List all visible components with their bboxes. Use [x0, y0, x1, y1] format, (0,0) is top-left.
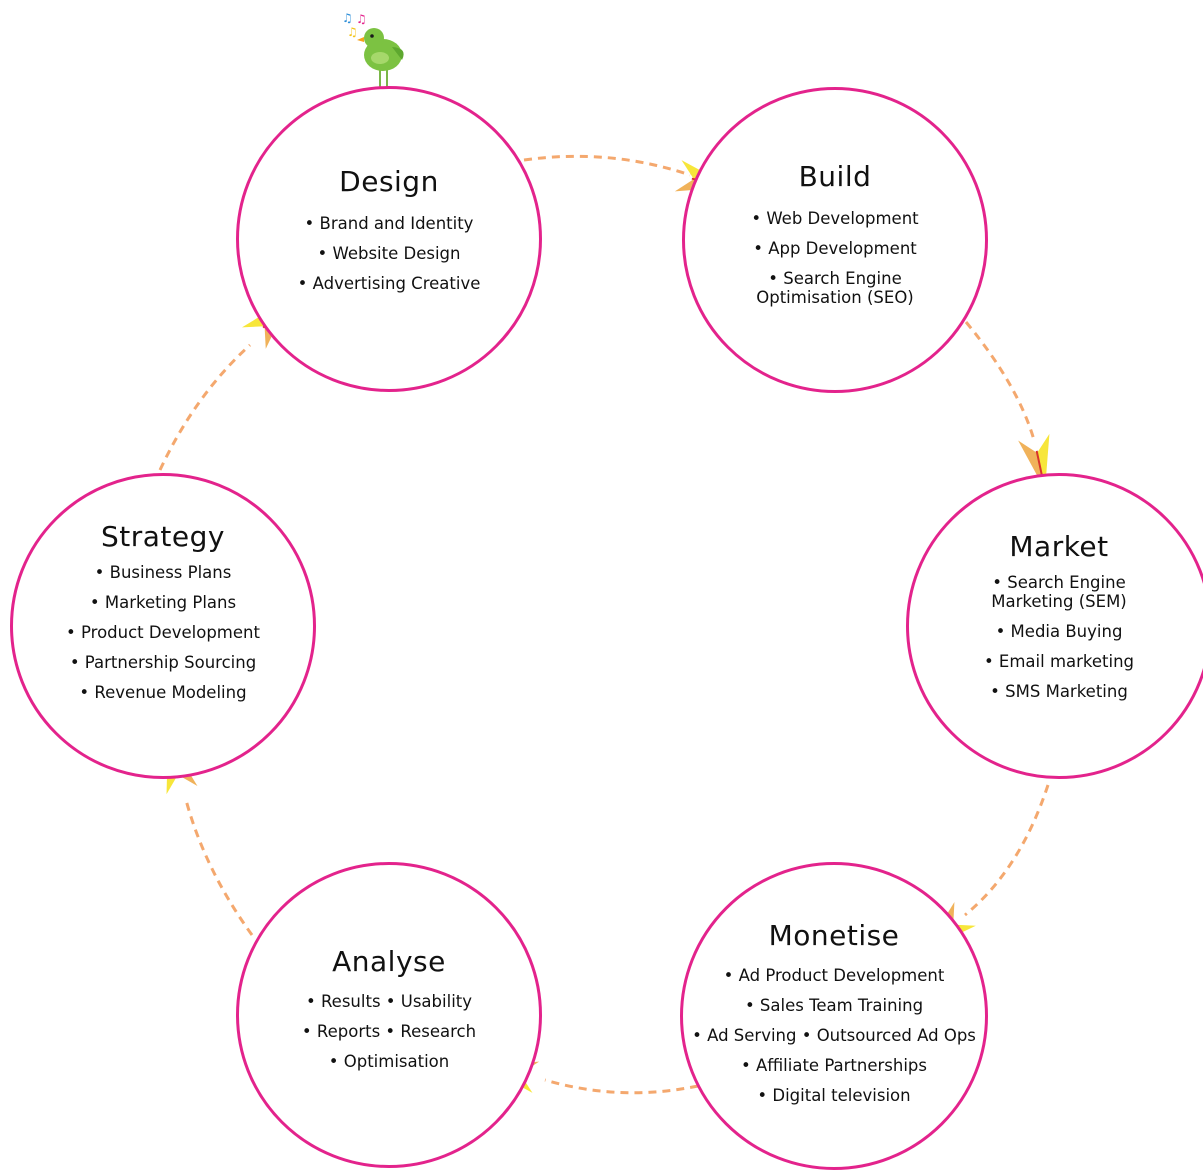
node-item: • Product Development — [66, 623, 260, 642]
connector-market-monetise — [964, 784, 1050, 917]
node-item: • Web Development — [751, 209, 919, 228]
bird-mascot-icon — [357, 28, 404, 88]
node-title: Design — [339, 165, 439, 198]
node-item: • Revenue Modeling — [79, 683, 247, 702]
node-title: Strategy — [101, 520, 225, 553]
node-item: • Partnership Sourcing — [69, 653, 257, 672]
node-items: • Results • Usability • Reports • Resear… — [245, 992, 533, 1082]
node-strategy: Strategy • Business Plans • Marketing Pl… — [10, 473, 316, 779]
node-items: • Business Plans • Marketing Plans • Pro… — [19, 563, 307, 713]
node-item: • Reports • Research — [301, 1022, 477, 1041]
node-item: • Affiliate Partnerships — [740, 1056, 928, 1075]
node-title: Market — [1009, 530, 1109, 563]
svg-text:♫: ♫ — [342, 11, 353, 25]
node-item: • Search Engine Optimisation (SEO) — [756, 269, 914, 307]
node-items: • Ad Product Development • Sales Team Tr… — [679, 966, 989, 1116]
node-item: • Optimisation — [328, 1052, 450, 1071]
node-item: • SMS Marketing — [990, 682, 1128, 701]
node-item: • Advertising Creative — [297, 274, 481, 293]
connector-monetise-analyse — [544, 1078, 699, 1095]
svg-text:♫: ♫ — [356, 12, 367, 26]
node-item: • Ad Product Development — [723, 966, 945, 985]
node-monetise: Monetise • Ad Product Development • Sale… — [680, 862, 988, 1170]
node-build: Build • Web Development • App Developmen… — [682, 87, 988, 393]
svg-text:♫: ♫ — [347, 25, 358, 39]
node-item: • Email marketing — [983, 652, 1135, 671]
node-market: Market • Search Engine Marketing (SEM) •… — [906, 473, 1203, 779]
node-item: • Sales Team Training — [744, 996, 924, 1015]
connector-analyse-strategy — [184, 799, 254, 936]
connector-design-build — [523, 154, 691, 177]
node-item: • Search Engine Marketing (SEM) — [991, 573, 1127, 611]
node-item: • Website Design — [317, 244, 461, 263]
node-item: • Brand and Identity — [304, 214, 474, 233]
node-item: • App Development — [753, 239, 917, 258]
node-item: • Business Plans — [94, 563, 232, 582]
connector-strategy-design — [158, 343, 252, 471]
node-item: • Digital television — [757, 1086, 911, 1105]
node-analyse: Analyse • Results • Usability • Reports … — [236, 862, 542, 1168]
node-title: Monetise — [768, 919, 900, 952]
node-title: Build — [798, 160, 872, 193]
node-title: Analyse — [332, 945, 446, 978]
connector-build-market — [964, 321, 1036, 441]
node-item: • Marketing Plans — [89, 593, 237, 612]
node-item: • Results • Usability — [305, 992, 473, 1011]
node-items: • Web Development • App Development • Se… — [691, 209, 979, 318]
node-design: Design • Brand and Identity • Website De… — [236, 86, 542, 392]
node-items: • Search Engine Marketing (SEM) • Media … — [915, 573, 1203, 712]
music-notes-icon: ♫ ♫ ♫ — [342, 11, 367, 39]
node-items: • Brand and Identity • Website Design • … — [245, 214, 533, 304]
node-item: • Ad Serving • Outsourced Ad Ops — [692, 1026, 976, 1045]
node-item: • Media Buying — [995, 622, 1123, 641]
